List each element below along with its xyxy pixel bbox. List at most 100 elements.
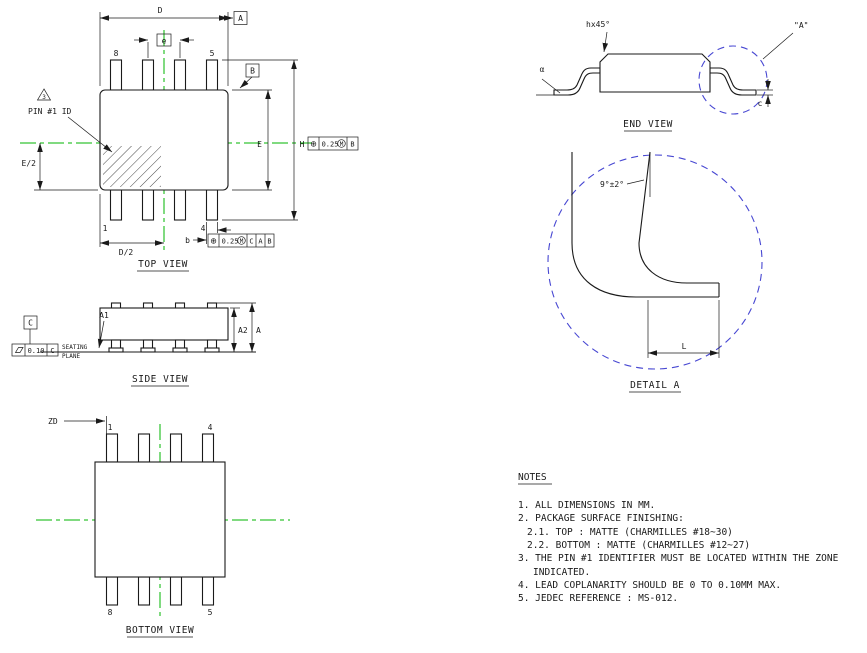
pin (109, 59, 123, 91)
chamfer-label: hx45° (586, 20, 610, 29)
dim-label-a1: A1 (99, 311, 109, 320)
position-symbol-icon: ⊕ (210, 237, 217, 246)
dim-label-d: D (158, 6, 163, 15)
note-line: 5. JEDEC REFERENCE : MS-012. (518, 593, 678, 604)
flatness-callout: 0.10 C (11, 343, 59, 357)
lead-right (709, 67, 757, 96)
pin-number-5: 5 (208, 608, 213, 617)
notes-heading: NOTES (518, 472, 547, 483)
package-body-outline (94, 461, 226, 578)
dim-label-a2: A2 (238, 326, 248, 335)
dim-e-box (156, 33, 172, 47)
mmc-circle-icon (237, 236, 246, 245)
dim-label-b: b (185, 236, 190, 245)
note-line: 2.2. BOTTOM : MATTE (CHARMILLES #12~27) (527, 540, 750, 551)
pin-number-1: 1 (108, 423, 113, 432)
package-body-outline (99, 307, 229, 341)
pin (105, 576, 119, 606)
flatness-value: 0.10 (28, 347, 45, 355)
angle-leader (626, 179, 645, 185)
detail-a-boundary-circle (547, 154, 763, 370)
bottom-view: ZD 1 4 8 5 BOTTOM VIEW (36, 416, 290, 638)
dim-label-zd: ZD (48, 417, 58, 426)
fcf-datum-ref: C (249, 238, 253, 246)
dim-label-E: E (257, 140, 262, 149)
side-view-bottom-leads (108, 339, 220, 353)
pin-number-4: 4 (201, 224, 206, 233)
pin (105, 433, 119, 463)
lead-inner-edge (638, 151, 719, 284)
note-flag-triangle-icon (36, 88, 52, 101)
seating-plane-label: SEATING (62, 344, 88, 351)
side-view: A1 A2 A C 0.10 C SEATING PLANE SIDE VIEW (11, 302, 261, 387)
dim-label-H: H (300, 140, 305, 149)
view-title: SIDE VIEW (132, 374, 188, 385)
mmc-modifier: M (240, 238, 244, 245)
pin-number-5: 5 (210, 49, 215, 58)
dim-label-e: e (162, 37, 167, 46)
note-line: 4. LEAD COPLANARITY SHOULD BE 0 TO 0.10M… (518, 580, 781, 591)
dim-label-d-half: D/2 (119, 248, 134, 257)
note-line: 1. ALL DIMENSIONS IN MM. (518, 500, 655, 511)
package-body-outline (599, 53, 711, 93)
dim-a1-leader (97, 320, 105, 349)
pin (141, 59, 155, 91)
note-line: 2.1. TOP : MATTE (CHARMILLES #18~30) (527, 527, 733, 538)
fcf-tolerance: 0.25 (222, 238, 239, 246)
end-view: hx45° α "A" c END VIEW (536, 20, 808, 132)
mmc-modifier: M (340, 141, 344, 148)
lead-outer-edge (571, 152, 719, 298)
pin-number-1: 1 (103, 224, 108, 233)
dim-label-c: c (758, 99, 763, 108)
pin (173, 59, 187, 91)
pin-number-8: 8 (108, 608, 113, 617)
alpha-label: α (540, 65, 545, 74)
pin-number-8: 8 (114, 49, 119, 58)
note-flag-number: 3 (42, 94, 46, 101)
detail-ref-leader (762, 32, 794, 60)
pin (169, 433, 183, 463)
pin1-id-leader (67, 116, 113, 153)
dim-label-e-half: E/2 (22, 159, 37, 168)
pin1-id-zone (103, 146, 161, 187)
detail-a-circle (698, 45, 768, 115)
pin (201, 433, 215, 463)
pin-foot (108, 347, 124, 353)
view-title: END VIEW (623, 119, 673, 130)
dim-label-l: L (682, 342, 687, 351)
note-line: INDICATED. (533, 567, 590, 578)
note-line: 3. THE PIN #1 IDENTIFIER MUST BE LOCATED… (518, 553, 839, 564)
datum-b-label: B (250, 67, 255, 76)
pin1-id-label: PIN #1 ID (28, 107, 72, 116)
view-title: DETAIL A (630, 380, 680, 391)
pin (141, 189, 155, 221)
pin-foot (140, 347, 156, 353)
datum-a-box (233, 11, 248, 25)
pin (137, 576, 151, 606)
mmc-circle-icon (337, 139, 346, 148)
angle-label: 9°±2° (600, 180, 624, 189)
fcf-position-right: ⊕ 0.25 M B (307, 136, 359, 151)
datum-b-box (245, 63, 260, 78)
pin (205, 59, 219, 91)
pin (173, 189, 187, 221)
pin (205, 189, 219, 221)
flatness-icon (14, 347, 24, 353)
pin-number-4: 4 (208, 423, 213, 432)
fcf-datum-ref: B (350, 141, 354, 149)
view-title: BOTTOM VIEW (126, 625, 194, 636)
pin-foot (172, 347, 188, 353)
note-line: 2. PACKAGE SURFACE FINISHING: (518, 513, 684, 524)
datum-b-leader (239, 76, 253, 89)
pin (201, 576, 215, 606)
chamfer-leader (602, 31, 609, 53)
fcf-tolerance: 0.25 (322, 141, 339, 149)
detail-a-view: 9°±2° L DETAIL A (547, 151, 763, 393)
pin (137, 433, 151, 463)
dim-label-a: A (256, 326, 261, 335)
detail-ref-label: "A" (794, 21, 808, 30)
view-title: TOP VIEW (138, 259, 188, 270)
pin-foot (204, 347, 220, 353)
